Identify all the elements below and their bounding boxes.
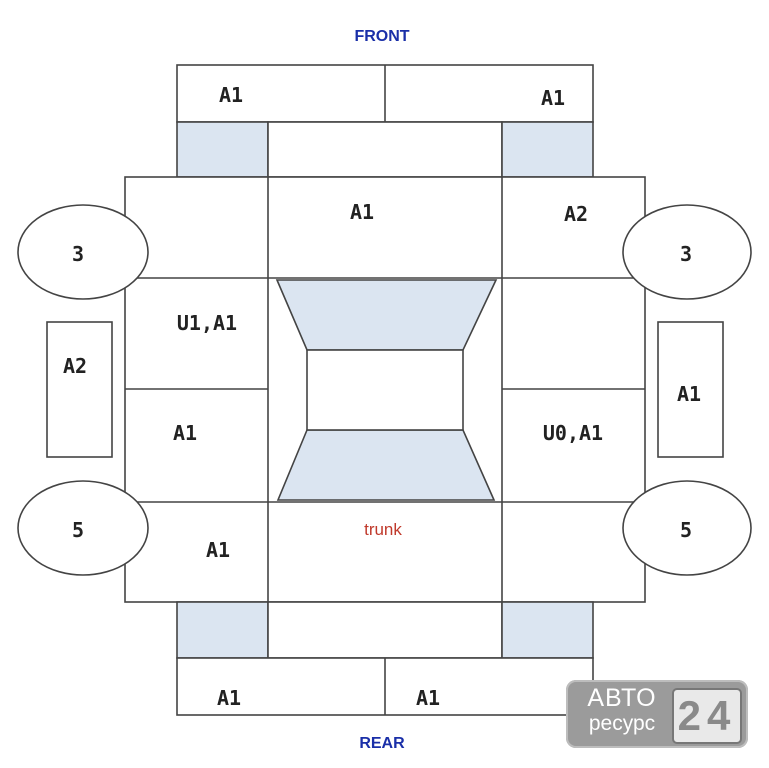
zone-side-left: A2 bbox=[63, 354, 87, 378]
zone-wheel-rear-left: 5 bbox=[72, 518, 84, 542]
wheel-rear-right bbox=[622, 480, 752, 576]
zone-mid-lower-left: A1 bbox=[173, 421, 197, 445]
wheel-rear-left bbox=[17, 480, 149, 576]
rear-left-shaded-block bbox=[176, 601, 269, 659]
zone-mid-upper-left: U1,A1 bbox=[177, 311, 237, 335]
zone-rear-left: A1 bbox=[206, 538, 230, 562]
trunk-label: trunk bbox=[364, 520, 402, 539]
watermark-word-top: АВТО bbox=[587, 684, 657, 712]
zone-mid-lower-right: U0,A1 bbox=[543, 421, 603, 445]
zone-front-right: A2 bbox=[564, 202, 588, 226]
front-left-shaded-block bbox=[176, 121, 269, 178]
wheel-front-right bbox=[622, 204, 752, 300]
zone-front-center: A1 bbox=[350, 200, 374, 224]
zone-front-top-right: A1 bbox=[541, 86, 565, 110]
side-panel-right bbox=[657, 321, 724, 458]
rear-right-shaded-block bbox=[501, 601, 594, 659]
side-panel-left bbox=[46, 321, 113, 458]
zone-front-top-left: A1 bbox=[219, 83, 243, 107]
watermark-logo: АВТО ресурс 24 bbox=[566, 680, 748, 748]
zone-side-right: A1 bbox=[677, 382, 701, 406]
watermark-word-bottom: ресурс bbox=[588, 712, 656, 735]
zone-wheel-front-right: 3 bbox=[680, 242, 692, 266]
zone-rear-bottom-right: A1 bbox=[416, 686, 440, 710]
watermark-wordmark: АВТО ресурс bbox=[576, 684, 668, 735]
zone-wheel-front-left: 3 bbox=[72, 242, 84, 266]
zone-rear-bottom-left: A1 bbox=[217, 686, 241, 710]
front-label: FRONT bbox=[354, 28, 409, 45]
zone-wheel-rear-right: 5 bbox=[680, 518, 692, 542]
front-right-shaded-block bbox=[501, 121, 594, 178]
watermark-number-tile: 24 bbox=[672, 688, 742, 744]
front-connector-center bbox=[267, 121, 503, 178]
center-rectangle bbox=[306, 349, 464, 431]
center-lower-trapezoid bbox=[276, 429, 496, 501]
center-upper-trapezoid bbox=[275, 279, 498, 351]
rear-connector-center bbox=[267, 601, 503, 659]
wheel-front-left bbox=[17, 204, 149, 300]
rear-label: REAR bbox=[359, 735, 405, 752]
